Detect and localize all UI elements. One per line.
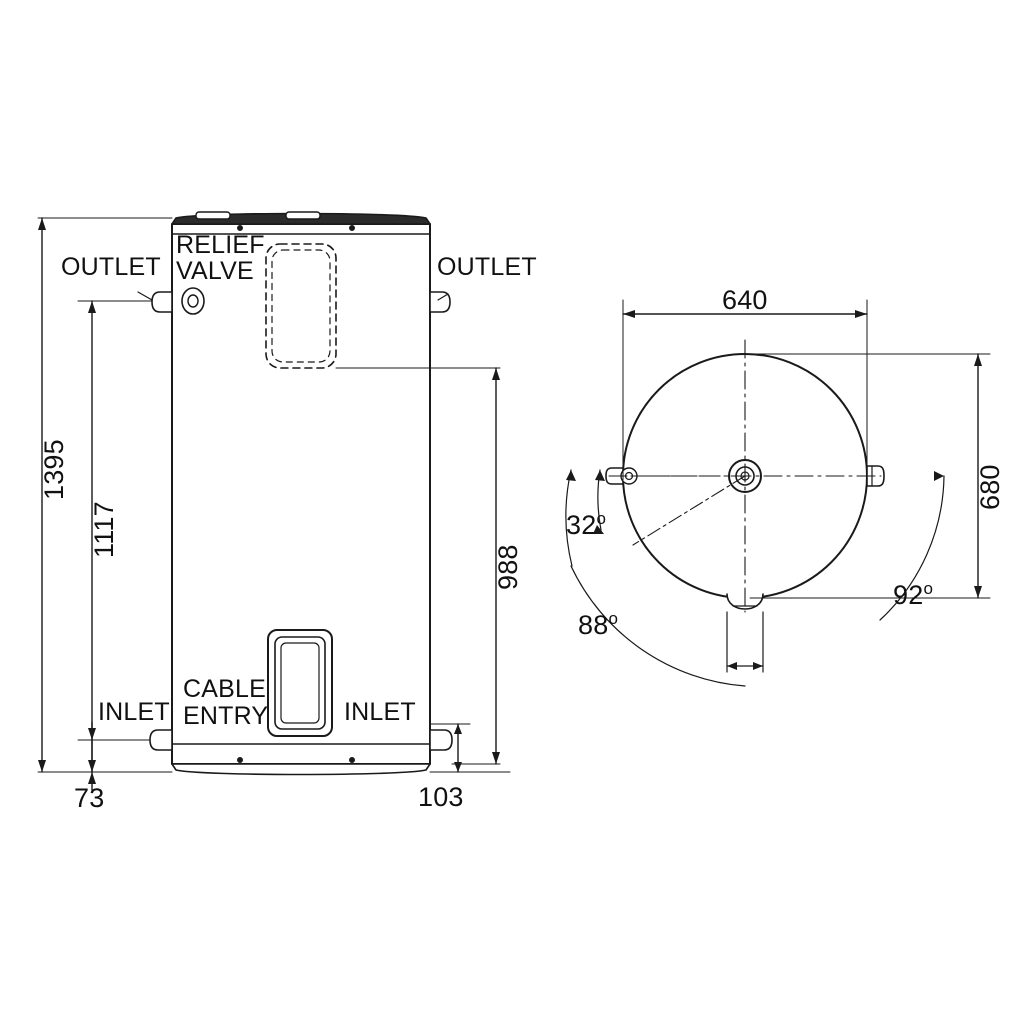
angle-92-degree-symbol: o: [923, 579, 934, 598]
label-inlet-right: INLET: [344, 698, 416, 726]
dimension-outlet-height: 1117: [89, 501, 119, 558]
label-outlet-left: OUTLET: [61, 253, 161, 281]
label-outlet-right: OUTLET: [437, 253, 537, 281]
dimension-overall-height: 1395: [39, 439, 69, 500]
angle-88-value: 88: [578, 610, 609, 640]
label-relief-valve-line1: RELIEF: [176, 231, 265, 259]
angle-88-degree-symbol: o: [608, 609, 619, 628]
angle-32-degree-symbol: o: [596, 509, 607, 528]
dimension-base-offset: 103: [418, 782, 464, 812]
label-relief-valve-line2: VALVE: [176, 257, 254, 285]
angle-92: 92o: [893, 579, 934, 610]
angle-92-value: 92: [893, 580, 924, 610]
dimension-relief-valve-height: 988: [493, 544, 523, 590]
dimension-inlet-height: 73: [74, 783, 105, 813]
dimension-plan-depth: 680: [975, 464, 1005, 510]
angle-32-value: 32: [566, 510, 597, 540]
angle-88: 88o: [578, 609, 619, 640]
plan-view-group: [565, 299, 991, 687]
label-cable-entry-line1: CABLE: [183, 675, 266, 703]
label-cable-entry-line2: ENTRY: [183, 702, 269, 730]
angle-32: 32o: [566, 509, 607, 540]
front-view-group: [37, 211, 511, 791]
dimension-plan-width: 640: [722, 285, 768, 315]
label-inlet-left: INLET: [98, 698, 170, 726]
